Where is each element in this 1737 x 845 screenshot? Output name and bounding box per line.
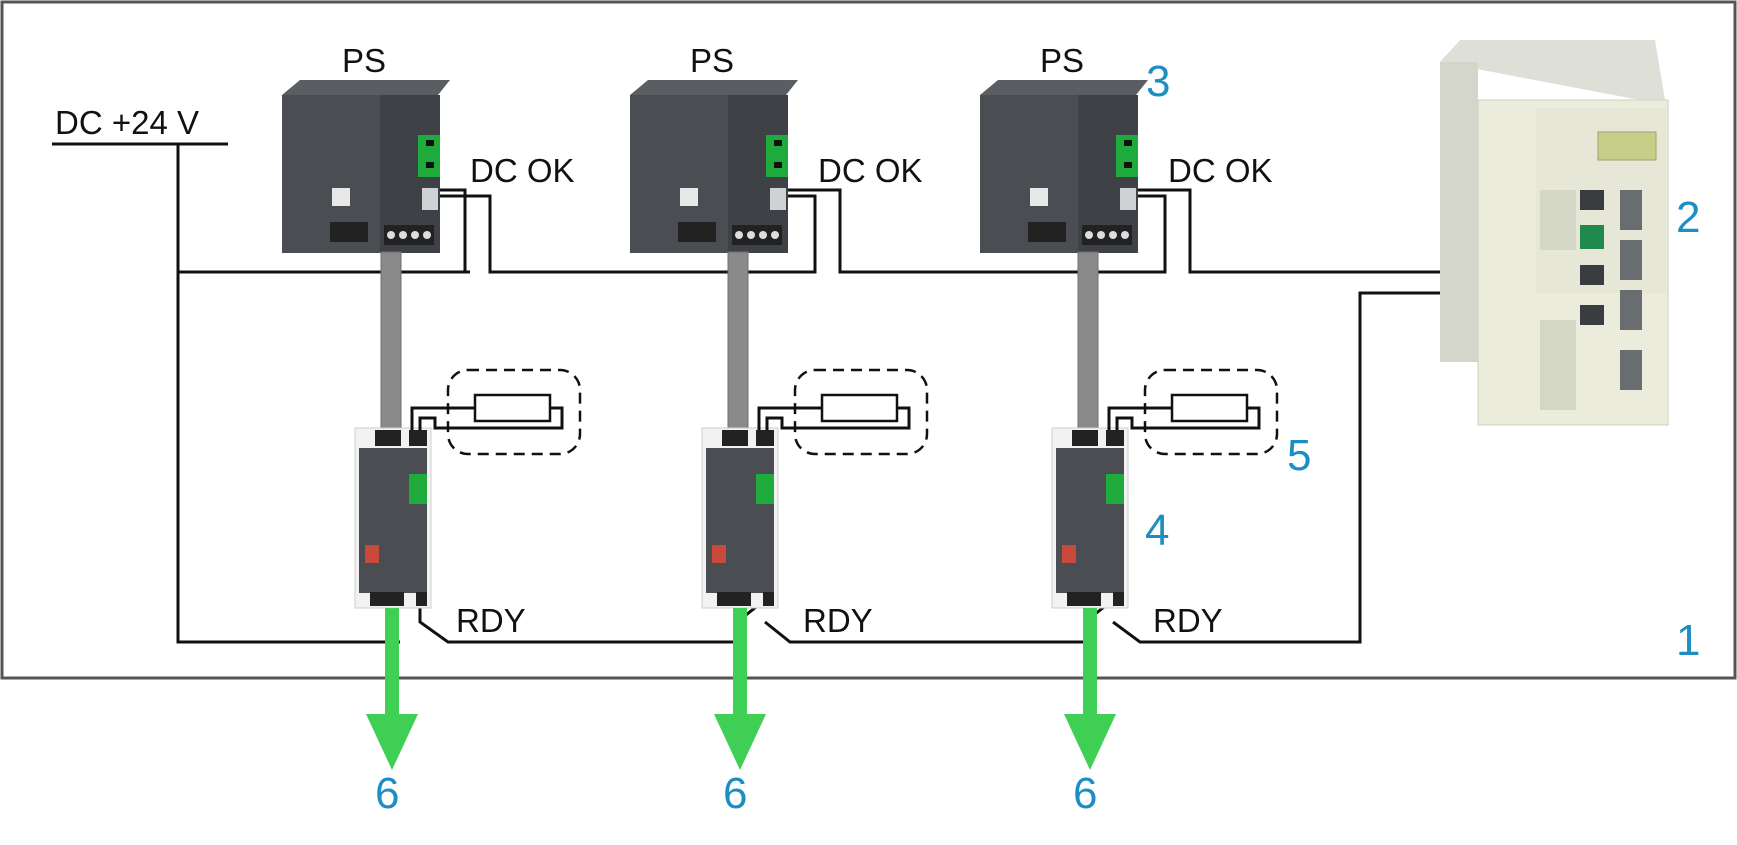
rdy-label: RDY xyxy=(456,602,526,639)
rdy-label: RDY xyxy=(803,602,873,639)
output-arrow xyxy=(1064,608,1116,770)
rdy-label: RDY xyxy=(1153,602,1223,639)
lcd-display xyxy=(1597,131,1657,161)
dc-ok-chain xyxy=(435,188,1555,274)
power-unit-3: PS DC OK xyxy=(980,42,1279,770)
qr-code xyxy=(1030,188,1048,206)
power-cable xyxy=(1077,251,1099,431)
distribution-module xyxy=(701,427,779,609)
callout-module: 4 xyxy=(1145,506,1169,555)
power-supply xyxy=(630,80,798,253)
callout-controller: 2 xyxy=(1676,193,1700,242)
qr-code xyxy=(332,188,350,206)
callout-resistor: 5 xyxy=(1287,431,1311,480)
rdy-chain xyxy=(418,291,1555,644)
distribution-module xyxy=(1051,427,1129,609)
status-led xyxy=(756,474,774,504)
load-resistor xyxy=(757,368,929,456)
controller xyxy=(1440,40,1669,426)
output-arrow xyxy=(366,608,418,770)
callout-output: 6 xyxy=(375,769,399,818)
status-led xyxy=(766,135,788,177)
callout-cabinet: 1 xyxy=(1676,616,1700,665)
status-led xyxy=(1106,474,1124,504)
ps-label: PS xyxy=(1040,42,1084,79)
callout-output: 6 xyxy=(723,769,747,818)
dc-ok-label: DC OK xyxy=(818,152,923,189)
ps-label: PS xyxy=(342,42,386,79)
callout-output: 6 xyxy=(1073,769,1097,818)
power-unit-1: PS DC OK xyxy=(282,42,582,770)
status-led xyxy=(1116,135,1138,177)
dc-supply-label: DC +24 V xyxy=(55,104,199,141)
status-led xyxy=(409,474,427,504)
power-cable xyxy=(727,251,749,431)
power-unit-2: PS DC OK xyxy=(630,42,929,770)
cabinet-frame xyxy=(0,0,1737,680)
output-arrow xyxy=(714,608,766,770)
power-supply xyxy=(980,80,1148,253)
load-resistor xyxy=(410,368,582,456)
status-led xyxy=(418,135,440,177)
dc-ok-label: DC OK xyxy=(470,152,575,189)
load-resistor xyxy=(1107,368,1279,456)
dc-ok-label: DC OK xyxy=(1168,152,1273,189)
dc-supply-bus xyxy=(52,142,470,644)
distribution-module xyxy=(354,427,432,609)
ps-label: PS xyxy=(690,42,734,79)
power-cable xyxy=(380,251,402,431)
qr-code xyxy=(680,188,698,206)
callout-power-supply: 3 xyxy=(1146,57,1170,106)
power-supply xyxy=(282,80,450,253)
